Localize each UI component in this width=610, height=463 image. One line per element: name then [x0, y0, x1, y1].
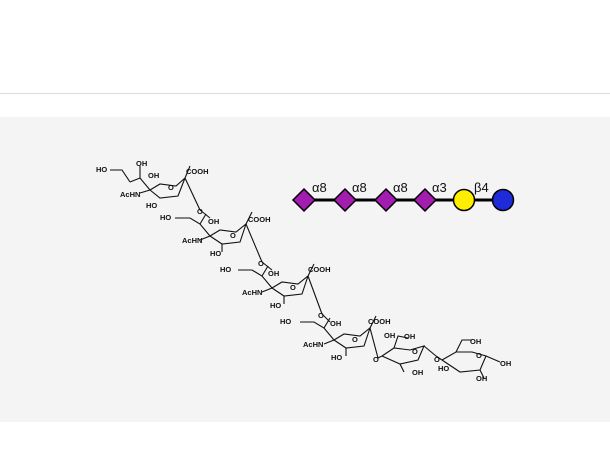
atom-label-o: O: [230, 231, 236, 240]
atom-label-cooh: COOH: [248, 215, 271, 224]
atom-label-oh: OH: [148, 171, 159, 180]
atom-label-oh: OH: [500, 359, 511, 368]
structure-panel: [0, 117, 610, 422]
sialic-acid-ring-4: [300, 315, 379, 359]
sialic-acid-ring-2: [175, 211, 263, 263]
atom-label-oh: OH: [404, 332, 415, 341]
atom-label-ho: HO: [146, 201, 157, 210]
linkage-label-1: α8: [312, 180, 327, 195]
atom-label-o: O: [168, 183, 174, 192]
chemical-structure: [110, 165, 501, 379]
glucose-ring: [435, 339, 501, 379]
atom-label-oh: OH: [470, 337, 481, 346]
atom-label-achn: AcHN: [120, 190, 140, 199]
atom-label-cooh: COOH: [308, 265, 331, 274]
linkage-label-3: α8: [393, 180, 408, 195]
atom-label-o: O: [197, 207, 203, 216]
atom-label-ho: HO: [438, 364, 449, 373]
atom-label-ho: HO: [280, 317, 291, 326]
atom-label-o: O: [290, 283, 296, 292]
atom-label-oh: OH: [136, 159, 147, 168]
atom-label-oh: OH: [384, 331, 395, 340]
galactose-ring: [377, 335, 437, 373]
neuac-diamond-4: [412, 187, 438, 213]
atom-label-cooh: COOH: [186, 167, 209, 176]
footer-blank-area: [0, 422, 610, 463]
atom-label-o: O: [412, 347, 418, 356]
atom-label-oh: OH: [268, 269, 279, 278]
atom-label-achn: AcHN: [182, 236, 202, 245]
divider-line: [0, 93, 610, 94]
linkage-label-4: α3: [432, 180, 447, 195]
glycan-symbol: α8 α8 α8 α3 β4: [291, 180, 515, 213]
atom-label-achn: AcHN: [303, 340, 323, 349]
atom-label-ho: HO: [270, 301, 281, 310]
atom-labels: HO OH OH COOH AcHN O HO O HO OH COOH AcH…: [96, 159, 511, 383]
atom-label-oh: OH: [330, 319, 341, 328]
atom-label-o: O: [258, 259, 264, 268]
atom-label-achn: AcHN: [242, 288, 262, 297]
glucose-circle: [491, 188, 515, 212]
atom-label-o: O: [373, 355, 379, 364]
header-blank-area: [0, 0, 610, 93]
atom-label-o: O: [352, 335, 358, 344]
atom-label-oh: OH: [476, 374, 487, 383]
galactose-circle: [452, 188, 476, 212]
atom-label-ho: HO: [220, 265, 231, 274]
atom-label-cooh: COOH: [368, 317, 391, 326]
atom-label-ho: HO: [331, 353, 342, 362]
sialic-acid-ring-3: [238, 263, 323, 315]
atom-label-o: O: [318, 311, 324, 320]
atom-label-ho: HO: [96, 165, 107, 174]
neuac-diamond-3: [373, 187, 399, 213]
atom-label-oh: OH: [208, 217, 219, 226]
linkage-label-5: β4: [474, 180, 489, 195]
linkage-label-2: α8: [352, 180, 367, 195]
neuac-diamond-2: [332, 187, 358, 213]
atom-label-ho: HO: [160, 213, 171, 222]
sialic-acid-ring-1: [110, 165, 201, 211]
atom-label-oh: OH: [412, 368, 423, 377]
neuac-diamond-1: [291, 187, 317, 213]
atom-label-ho: HO: [210, 249, 221, 258]
atom-label-o: O: [434, 355, 440, 364]
atom-label-o: O: [476, 351, 482, 360]
